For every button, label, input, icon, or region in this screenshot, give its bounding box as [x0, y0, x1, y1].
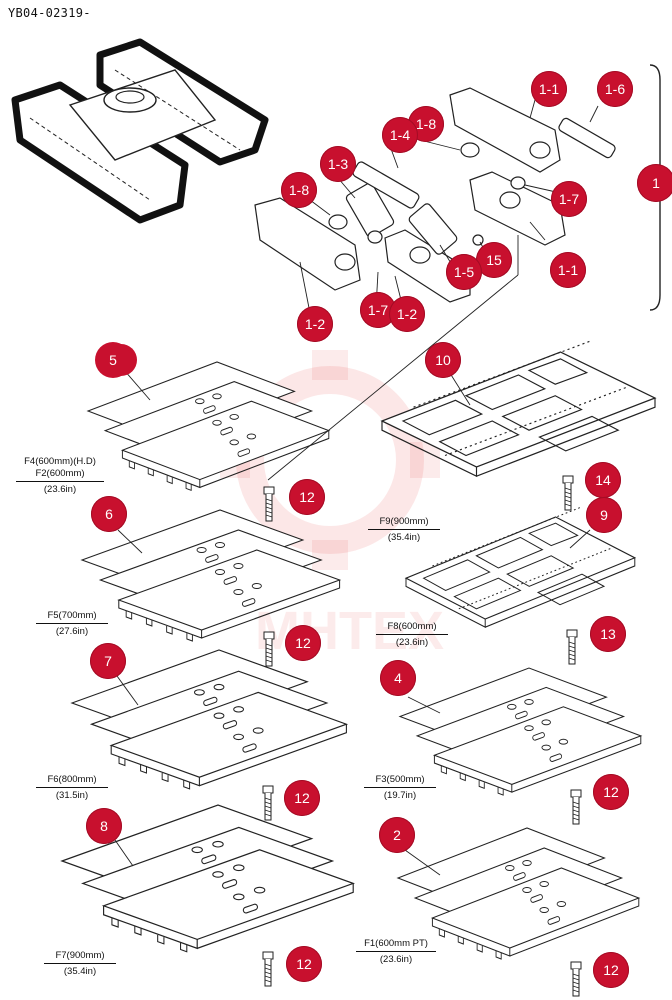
spec-f4-inch: (23.6in): [43, 484, 77, 495]
spec-f8: F8(600mm) (23.6in): [376, 621, 448, 649]
callout-12[interactable]: 12: [284, 780, 320, 816]
spec-f5: F5(700mm) (27.6in): [36, 610, 108, 638]
callout-7[interactable]: 7: [90, 643, 126, 679]
callout-10[interactable]: 10: [425, 342, 461, 378]
spec-f9: F9(900mm) (35.4in): [368, 516, 440, 544]
spec-f7-inch: (35.4in): [63, 966, 97, 977]
callout-4[interactable]: 4: [380, 660, 416, 696]
callout-12[interactable]: 12: [593, 774, 629, 810]
callout-1-7[interactable]: 1-7: [360, 292, 396, 328]
callout-8[interactable]: 8: [86, 808, 122, 844]
callout-13[interactable]: 13: [590, 616, 626, 652]
spec-f8-model: F8(600mm): [387, 621, 437, 632]
callout-12[interactable]: 12: [289, 479, 325, 515]
callout-1-3[interactable]: 1-3: [320, 146, 356, 182]
callout-15[interactable]: 15: [476, 242, 512, 278]
spec-f2-model: F2(600mm): [35, 468, 85, 479]
callout-1-1[interactable]: 1-1: [531, 71, 567, 107]
callout-1-1[interactable]: 1-1: [550, 252, 586, 288]
callout-12[interactable]: 12: [285, 625, 321, 661]
spec-f4-model: F4(600mm)(H.D): [24, 456, 96, 467]
crawler-illustration: [11, 38, 269, 224]
spec-f3-model: F3(500mm): [375, 774, 425, 785]
callout-1-6[interactable]: 1-6: [597, 71, 633, 107]
spec-f5-model: F5(700mm): [47, 610, 97, 621]
callout-1[interactable]: 1: [637, 164, 672, 202]
spec-f6-model: F6(800mm): [47, 774, 97, 785]
callout-1-4[interactable]: 1-4: [382, 117, 418, 153]
spec-f1-inch: (23.6in): [379, 954, 413, 965]
callout-14[interactable]: 14: [585, 462, 621, 498]
spec-f5-inch: (27.6in): [55, 626, 89, 637]
spec-f6: F6(800mm) (31.5in): [36, 774, 108, 802]
callout-1-2[interactable]: 1-2: [389, 296, 425, 332]
callout-12[interactable]: 12: [286, 946, 322, 982]
callout-9[interactable]: 9: [586, 497, 622, 533]
spec-f1: F1(600mm PT) (23.6in): [356, 938, 436, 966]
spec-f3: F3(500mm) (19.7in): [364, 774, 436, 802]
callout-5[interactable]: 5: [95, 342, 131, 378]
spec-f9-model: F9(900mm): [379, 516, 429, 527]
spec-f7-model: F7(900mm): [55, 950, 105, 961]
callout-1-8[interactable]: 1-8: [281, 172, 317, 208]
spec-f6-inch: (31.5in): [55, 790, 89, 801]
spec-f3-inch: (19.7in): [383, 790, 417, 801]
spec-f1-model: F1(600mm PT): [364, 938, 428, 949]
link-assembly: [254, 87, 616, 303]
callout-6[interactable]: 6: [91, 496, 127, 532]
callout-2[interactable]: 2: [379, 817, 415, 853]
spec-f9-inch: (35.4in): [387, 532, 421, 543]
spec-f4: F4(600mm)(H.D) F2(600mm) (23.6in): [16, 456, 104, 496]
document-code: YB04-02319-: [8, 6, 91, 20]
callout-1-7[interactable]: 1-7: [551, 181, 587, 217]
callout-1-5[interactable]: 1-5: [446, 254, 482, 290]
callout-12[interactable]: 12: [593, 952, 629, 988]
callout-1-2[interactable]: 1-2: [297, 306, 333, 342]
spec-f7: F7(900mm) (35.4in): [44, 950, 116, 978]
spec-f8-inch: (23.6in): [395, 637, 429, 648]
